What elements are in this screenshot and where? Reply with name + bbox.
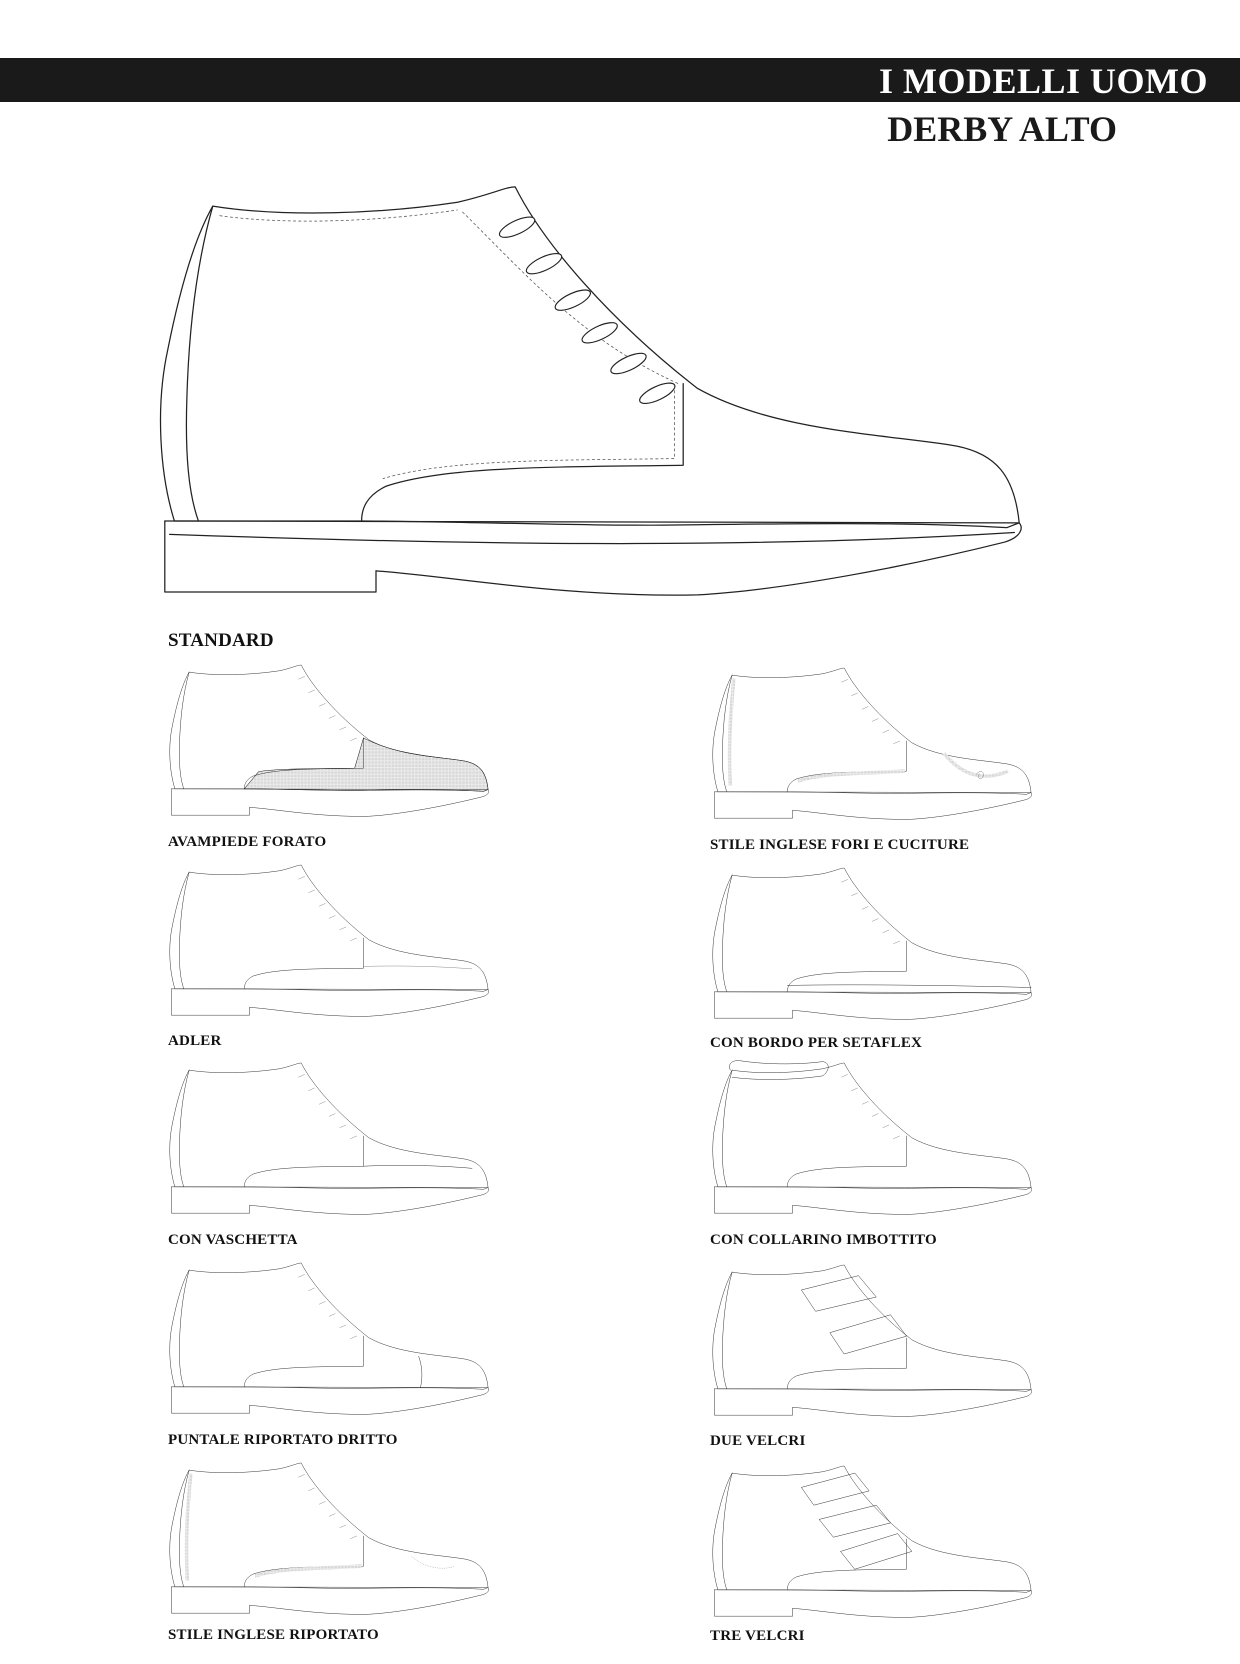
variant-boot-drawing xyxy=(712,1264,1033,1417)
variant-caption: STILE INGLESE FORI E CUCITURE xyxy=(710,837,970,853)
variant-boot-drawing xyxy=(169,664,490,817)
variant-caption: STILE INGLESE RIPORTATO xyxy=(168,1627,379,1643)
variant-boot-drawing xyxy=(169,864,490,1017)
variant-caption: ADLER xyxy=(168,1033,222,1049)
section-title: I MODELLI UOMO xyxy=(878,61,1208,101)
velcro-strap-icon xyxy=(801,1275,907,1355)
boot-drawing-icon xyxy=(159,186,1022,596)
model-title: DERBY ALTO xyxy=(887,109,1117,149)
velcro-strap-icon xyxy=(801,1472,913,1570)
variant-caption: CON BORDO PER SETAFLEX xyxy=(710,1035,923,1051)
variant-boot-drawing xyxy=(712,1465,1033,1618)
variant-boot-drawing xyxy=(169,1062,490,1215)
header-bar xyxy=(0,58,1240,102)
variant-boot-drawing xyxy=(169,1462,490,1615)
main-caption: STANDARD xyxy=(168,630,274,651)
variant-caption: AVAMPIEDE FORATO xyxy=(168,834,327,850)
variant-caption: PUNTALE RIPORTATO DRITTO xyxy=(168,1432,398,1448)
variant-boot-drawing xyxy=(712,867,1033,1020)
variant-boot-drawing xyxy=(169,1262,490,1415)
variant-boot-drawing xyxy=(712,1060,1033,1215)
variant-caption: CON VASCHETTA xyxy=(168,1232,298,1248)
variant-caption: DUE VELCRI xyxy=(710,1433,806,1449)
variant-caption: TRE VELCRI xyxy=(710,1628,805,1644)
variant-caption: CON COLLARINO IMBOTTITO xyxy=(710,1232,937,1248)
variant-boot-drawing xyxy=(712,667,1033,820)
main-boot-drawing xyxy=(159,186,1022,596)
